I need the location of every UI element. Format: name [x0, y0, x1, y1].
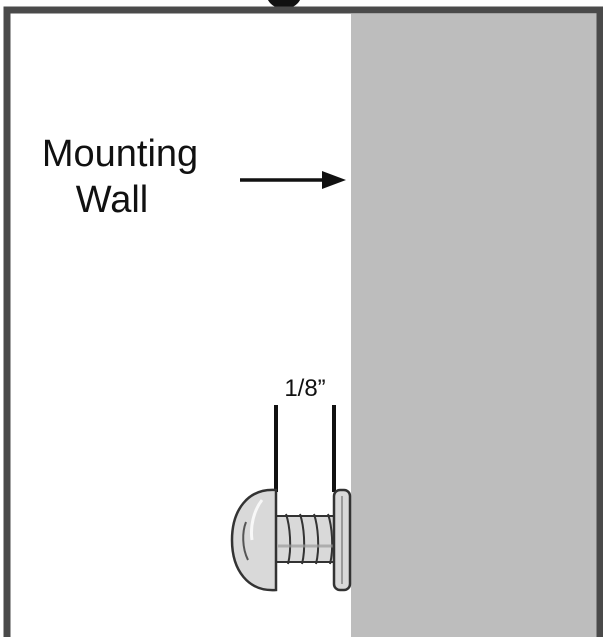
mounting-wall — [351, 14, 598, 637]
wall-label-line2: Wall — [76, 179, 148, 221]
right-arrow-icon — [240, 171, 346, 189]
wall-label-line1: Mounting — [42, 133, 198, 175]
diagram-frame — [3, 6, 603, 637]
gap-label: 1/8” — [284, 375, 325, 402]
screw-icon — [230, 488, 352, 592]
